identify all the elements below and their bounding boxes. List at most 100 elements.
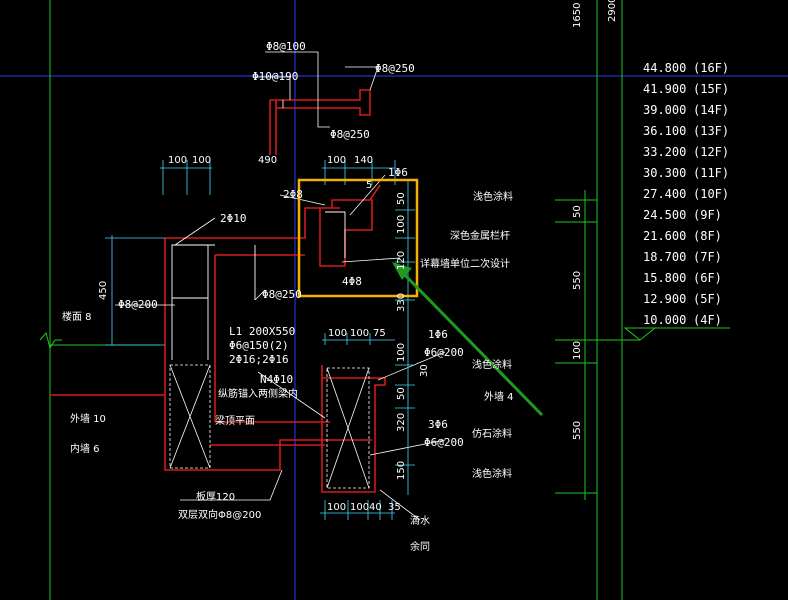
rebar-label: Φ10@190 (252, 70, 298, 83)
dim-text: 550 (572, 271, 583, 290)
dim-text: 100 (327, 155, 346, 166)
elevation-floor: (6F) (693, 271, 722, 285)
elevation-floor: (9F) (693, 208, 722, 222)
elevation-table: 44.800 (16F) 41.900 (15F) 39.000 (14F) 3… (643, 61, 729, 327)
dim-text: 490 (258, 155, 277, 166)
rebar-label: Φ6@200 (424, 436, 464, 449)
elevation-floor: (16F) (693, 61, 729, 75)
dim-text: 330 (396, 293, 407, 312)
dim-text: 5 (366, 180, 372, 191)
elevation-value: 21.600 (643, 229, 686, 243)
finish-note: 浅色涂料 (473, 190, 513, 203)
elevation-value: 36.100 (643, 124, 686, 138)
rebar-label: 1Φ6 (428, 328, 448, 341)
finish-note: 外墙 10 (70, 412, 106, 425)
beam-note: 2Φ16;2Φ16 (229, 353, 289, 366)
dim-text: 40 (369, 502, 382, 513)
dim-text: 100 (328, 328, 347, 339)
leader-lines (115, 51, 446, 521)
elevation-floor: (7F) (693, 250, 722, 264)
green-reference-lines (39, 0, 730, 600)
elevation-floor: (15F) (693, 82, 729, 96)
elevation-value: 12.900 (643, 292, 686, 306)
beam-note: L1 200X550 (229, 325, 295, 338)
dim-text: 50 (396, 192, 407, 205)
beam-note: N4Φ10 (260, 373, 293, 386)
beam-note: 纵筋锚入两侧梁内 (218, 387, 298, 400)
elevation-floor: (12F) (693, 145, 729, 159)
finish-note: 楼面 8 (62, 310, 92, 323)
rebar-lines (171, 100, 346, 360)
break-symbol (39, 331, 62, 350)
elevation-value: 24.500 (643, 208, 686, 222)
rebar-label: Φ8@100 (266, 40, 306, 53)
elevation-value: 18.700 (643, 250, 686, 264)
elevation-floor: (4F) (693, 313, 722, 327)
elevation-floor: (8F) (693, 229, 722, 243)
elevation-value: 41.900 (643, 82, 686, 96)
rebar-label: Φ8@200 (118, 298, 158, 311)
elevation-value: 44.800 (643, 61, 686, 75)
rebar-label: 4Φ8 (342, 275, 362, 288)
finish-note: 仿石涂料 (472, 427, 512, 440)
elevation-floor: (13F) (693, 124, 729, 138)
rebar-label: 2Φ8 (283, 188, 303, 201)
dim-text: 100 (327, 502, 346, 513)
dim-1650: 1650 (572, 3, 583, 28)
rebar-label: 1Φ6 (388, 166, 408, 179)
slab-note: 双层双向Φ8@200 (178, 508, 261, 521)
finish-note: 浅色涂料 (472, 467, 512, 480)
dim-text: 100 (168, 155, 187, 166)
rebar-label: Φ8@250 (375, 62, 415, 75)
finish-note: 浅色涂料 (472, 358, 512, 371)
beam-note: Φ6@150(2) (229, 339, 289, 352)
slab-note: 板厚120 (196, 490, 235, 503)
elevation-value: 30.300 (643, 166, 686, 180)
finish-note: 滴水 (410, 514, 430, 527)
rebar-label: 2Φ10 (220, 212, 247, 225)
dim-text: 100 (350, 328, 369, 339)
dimension-lines (105, 160, 415, 520)
elevation-floor: (10F) (693, 187, 729, 201)
beam-note: 梁顶平面 (215, 414, 255, 427)
finish-note: 深色金属栏杆 (450, 229, 510, 242)
elevation-marker (623, 327, 657, 341)
wall-blocks (169, 364, 370, 489)
dim-text: 320 (396, 413, 407, 432)
dim-text: 450 (98, 281, 109, 300)
dim-text: 50 (572, 205, 583, 218)
finish-note: 详幕墙单位二次设计 (420, 257, 510, 270)
dim-2900: 2900 (607, 0, 618, 22)
rebar-label: Φ6@200 (424, 346, 464, 359)
dim-text: 35 (388, 502, 401, 513)
finish-note: 余同 (410, 540, 430, 553)
elevation-floor: (11F) (693, 166, 729, 180)
elevation-value: 10.000 (643, 313, 686, 327)
dim-text: 30 (419, 364, 430, 377)
elevation-value: 33.200 (643, 145, 686, 159)
dim-text: 100 (572, 341, 583, 360)
dim-text: 100 (192, 155, 211, 166)
dim-text: 550 (572, 421, 583, 440)
dim-text: 120 (396, 251, 407, 270)
rebar-label: 3Φ6 (428, 418, 448, 431)
dim-text: 100 (350, 502, 369, 513)
dim-text: 100 (396, 343, 407, 362)
pointer-arrow (392, 262, 544, 417)
elevation-floor: (14F) (693, 103, 729, 117)
dim-text: 50 (396, 387, 407, 400)
highlight-box (297, 178, 419, 298)
rebar-label: Φ8@250 (262, 288, 302, 301)
elevation-value: 15.800 (643, 271, 686, 285)
finish-note: 内墙 6 (70, 442, 100, 455)
dim-text: 150 (396, 461, 407, 480)
rebar-label: Φ8@250 (330, 128, 370, 141)
dim-text: 140 (354, 155, 373, 166)
elevation-value: 39.000 (643, 103, 686, 117)
finish-note: 外墙 4 (484, 390, 514, 403)
concrete-outline (50, 89, 386, 493)
elevation-floor: (5F) (693, 292, 722, 306)
elevation-value: 27.400 (643, 187, 686, 201)
